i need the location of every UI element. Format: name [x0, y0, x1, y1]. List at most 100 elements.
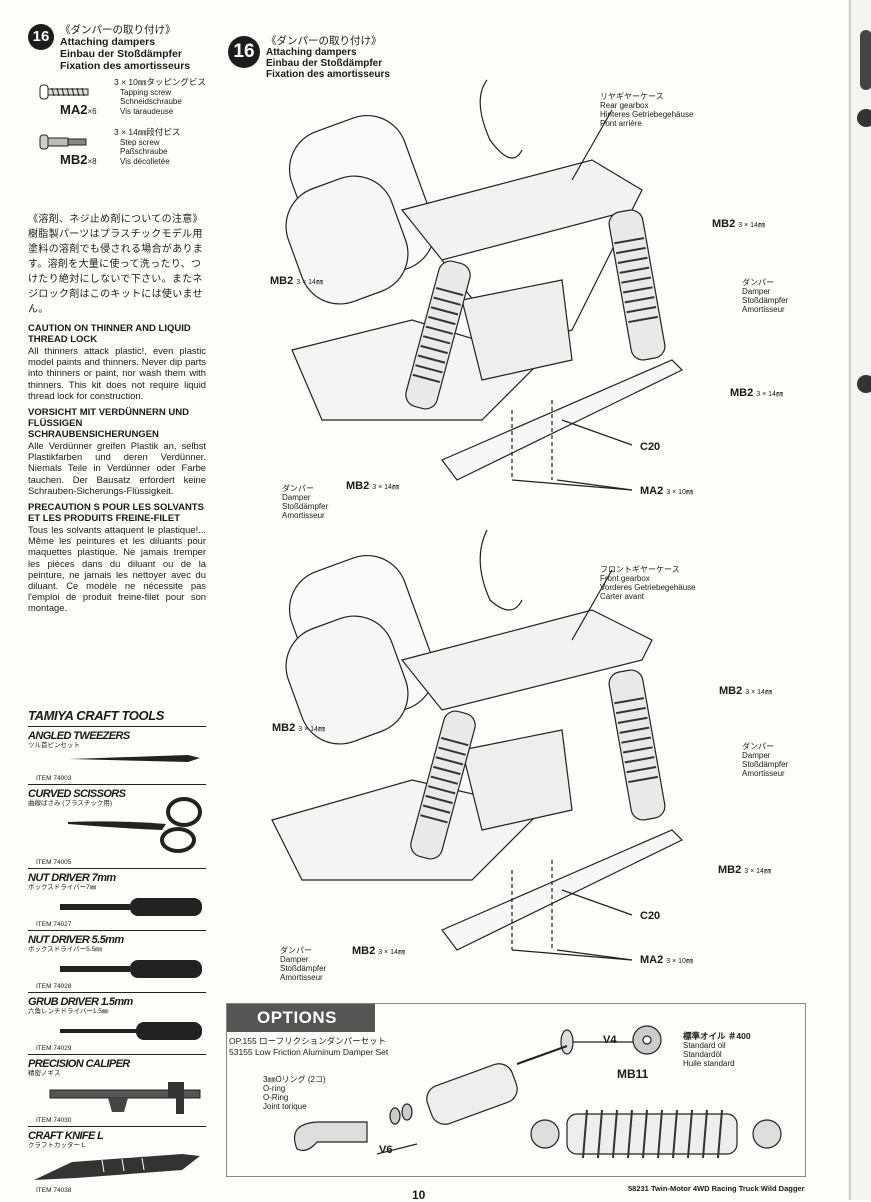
part-code: MB2	[272, 722, 296, 734]
mb2-label: MB2 3 × 14㎜	[712, 219, 765, 230]
main-step-header: 16 《ダンパーの取り付け》 Attaching dampers Einbau …	[228, 36, 390, 80]
page-number: 10	[412, 1188, 426, 1202]
screw-size: 3 × 10㎜タッピングビス	[114, 77, 206, 87]
oil-label: 標準オイル ＃400 Standard oil Standardöl Huile…	[683, 1032, 751, 1069]
step-title-jp: 《ダンパーの取り付け》	[266, 35, 382, 47]
tool-grub-driver: GRUB DRIVER 1.5mm 六角レンチドライバー1.5㎜ ITEM 74…	[28, 996, 206, 1055]
mb2-label: MB2 3 × 14㎜	[270, 275, 323, 287]
label-fr: Pont arrière	[600, 119, 642, 128]
part-size: 3 × 10㎜	[666, 489, 693, 496]
damper-label: ダンパー Damper Stoßdämpfer Amortisseur	[282, 484, 328, 520]
label-de: Stoßdämpfer	[742, 760, 789, 769]
label-fr: Carter avant	[600, 592, 645, 601]
part-size: 3 × 14㎜	[378, 949, 405, 956]
screw-desc-en: Tapping screw	[120, 87, 172, 97]
screw-size: 3 × 14㎜段付ビス	[114, 127, 181, 137]
tool-craft-knife: CRAFT KNIFE L クラフトカッター L ITEM 74038	[28, 1130, 206, 1196]
tool-item-number: ITEM 74030	[36, 1117, 72, 1124]
screw-desc-fr: Vis taraudeuse	[120, 106, 174, 116]
tool-name-jp: 曲線ばさみ (プラスチック用)	[28, 800, 113, 807]
footer-model-name: 58231 Twin-Motor 4WD Racing Truck Wild D…	[628, 1184, 805, 1193]
warning-body-en: All thinners attack plastic!, even plast…	[28, 345, 206, 401]
warning-title-de: VORSICHT MIT VERDÜNNERN UND FLÜSSIGEN SC…	[28, 407, 189, 441]
caliper-icon	[49, 1082, 201, 1114]
label-jp: ダンパー	[742, 742, 774, 751]
step-title-jp: 《ダンパーの取り付け》	[60, 24, 176, 36]
rear-gearbox-label: リヤギヤーケース Rear gearbox Hinteres Getriebeg…	[600, 92, 693, 128]
part-code: MB2	[352, 945, 376, 957]
part-code: MB2	[718, 864, 742, 876]
screw-desc-de: Schneidschraube	[120, 97, 182, 106]
warning-body-fr: Tous les solvants attaquent le plastique…	[28, 524, 206, 614]
grub-driver-icon	[60, 1022, 202, 1040]
tool-name-jp: ボックスドライバー7㎜	[28, 884, 97, 891]
ma2-label: MA2 3 × 10㎜	[640, 485, 693, 497]
part-size: 3 × 14㎜	[298, 726, 325, 733]
v6-label: V6	[379, 1144, 393, 1156]
mb2-label: MB2 3 × 14㎜	[272, 722, 325, 734]
label-de: Stoßdämpfer	[282, 502, 329, 511]
tool-nut-driver-5-5: NUT DRIVER 5.5mm ボックスドライバー5.5㎜ ITEM 7402…	[28, 934, 206, 993]
label-fr: Amortisseur	[280, 973, 323, 982]
label-fr: Joint torique	[263, 1102, 307, 1111]
step-title-de: Einbau der Stoßdämpfer	[266, 58, 383, 69]
label-jp: ダンパー	[280, 946, 312, 955]
tool-name: ANGLED TWEEZERS	[28, 730, 130, 742]
nut-driver-icon	[60, 898, 202, 916]
screw-mb2: MB2×8 3 × 14㎜段付ビス Step screw Paßschraube…	[28, 127, 206, 172]
part-size: 3 × 14㎜	[744, 868, 771, 875]
label-en: Damper	[282, 493, 311, 502]
step-number-badge: 16	[228, 36, 260, 68]
sidebar: 16 《ダンパーの取り付け》 Attaching dampers Einbau …	[28, 24, 206, 614]
part-size: 3 × 14㎜	[745, 689, 772, 696]
label-de: O-Ring	[263, 1093, 289, 1102]
mb2-label: MB2 3 × 14㎜	[719, 686, 772, 697]
part-code: MA2	[640, 485, 664, 497]
label-fr: Amortisseur	[282, 511, 325, 520]
screw-desc-fr: Vis décolletée	[120, 156, 170, 166]
thinner-warnings: 《溶剤、ネジ止め剤についての注意》 樹脂製パーツはプラスチックモデル用塗料の溶剤…	[28, 212, 206, 614]
label-fr: Huile standard	[683, 1059, 735, 1068]
step-title-en: Attaching dampers	[266, 47, 357, 58]
adjacent-page-edge	[848, 0, 871, 1200]
tool-name: GRUB DRIVER 1.5mm	[28, 996, 133, 1008]
tool-item-number: ITEM 74029	[36, 1045, 72, 1052]
tool-name: CURVED SCISSORS	[28, 788, 126, 800]
tool-name-jp: 精密ノギス	[28, 1070, 61, 1077]
label-jp: リヤギヤーケース	[600, 92, 664, 101]
oring-label: 3㎜Oリング (2コ) O-ring O-Ring Joint torique	[263, 1075, 326, 1111]
label-fr: Amortisseur	[742, 305, 785, 314]
damper-label: ダンパー Damper Stoßdämpfer Amortisseur	[742, 278, 788, 314]
step-title-fr: Fixation des amortisseurs	[266, 69, 390, 80]
tool-name-jp: クラフトカッター L	[28, 1142, 86, 1149]
option-part-jp: OP.155 ローフリクションダンパーセット	[229, 1036, 387, 1046]
screw-qty: ×6	[87, 107, 97, 116]
tool-name-jp: 六角レンチドライバー1.5㎜	[28, 1008, 109, 1015]
tool-item-number: ITEM 74028	[36, 983, 72, 990]
screw-code: MB2	[60, 152, 88, 167]
step-title-en: Attaching dampers	[60, 36, 156, 48]
warning-title-en: CAUTION ON THINNER AND LIQUID THREAD LOC…	[28, 323, 191, 345]
label-en: Damper	[742, 287, 771, 296]
warning-title-jp: 《溶剤、ネジ止め剤についての注意》	[28, 214, 203, 225]
step-title-de: Einbau der Stoßdämpfer	[60, 48, 182, 60]
damper-label: ダンパー Damper Stoßdämpfer Amortisseur	[742, 742, 788, 778]
part-code: MA2	[640, 954, 664, 966]
craft-tools-title: TAMIYA CRAFT TOOLS	[28, 708, 206, 727]
part-code: MB2	[730, 387, 754, 399]
damper-label: ダンパー Damper Stoßdämpfer Amortisseur	[280, 946, 326, 982]
part-code: MB2	[270, 275, 294, 287]
part-size: 3 × 14㎜	[738, 222, 765, 229]
screw-qty: ×8	[87, 157, 97, 166]
label-jp: 3㎜Oリング (2コ)	[263, 1075, 326, 1084]
label-de: Standardöl	[683, 1050, 722, 1059]
label-jp: ダンパー	[742, 278, 774, 287]
tool-angled-tweezers: ANGLED TWEEZERS ツル首ピンセット ITEM 74003	[28, 730, 206, 785]
label-en: Front gearbox	[600, 574, 650, 583]
option-damper-diagram	[293, 1025, 782, 1159]
label-en: Standard oil	[683, 1041, 726, 1050]
mb2-label: MB2 3 × 14㎜	[730, 387, 783, 399]
step-title-fr: Fixation des amortisseurs	[60, 60, 191, 72]
options-badge: OPTIONS	[227, 1004, 376, 1032]
sidebar-step-header: 16 《ダンパーの取り付け》 Attaching dampers Einbau …	[28, 24, 206, 72]
